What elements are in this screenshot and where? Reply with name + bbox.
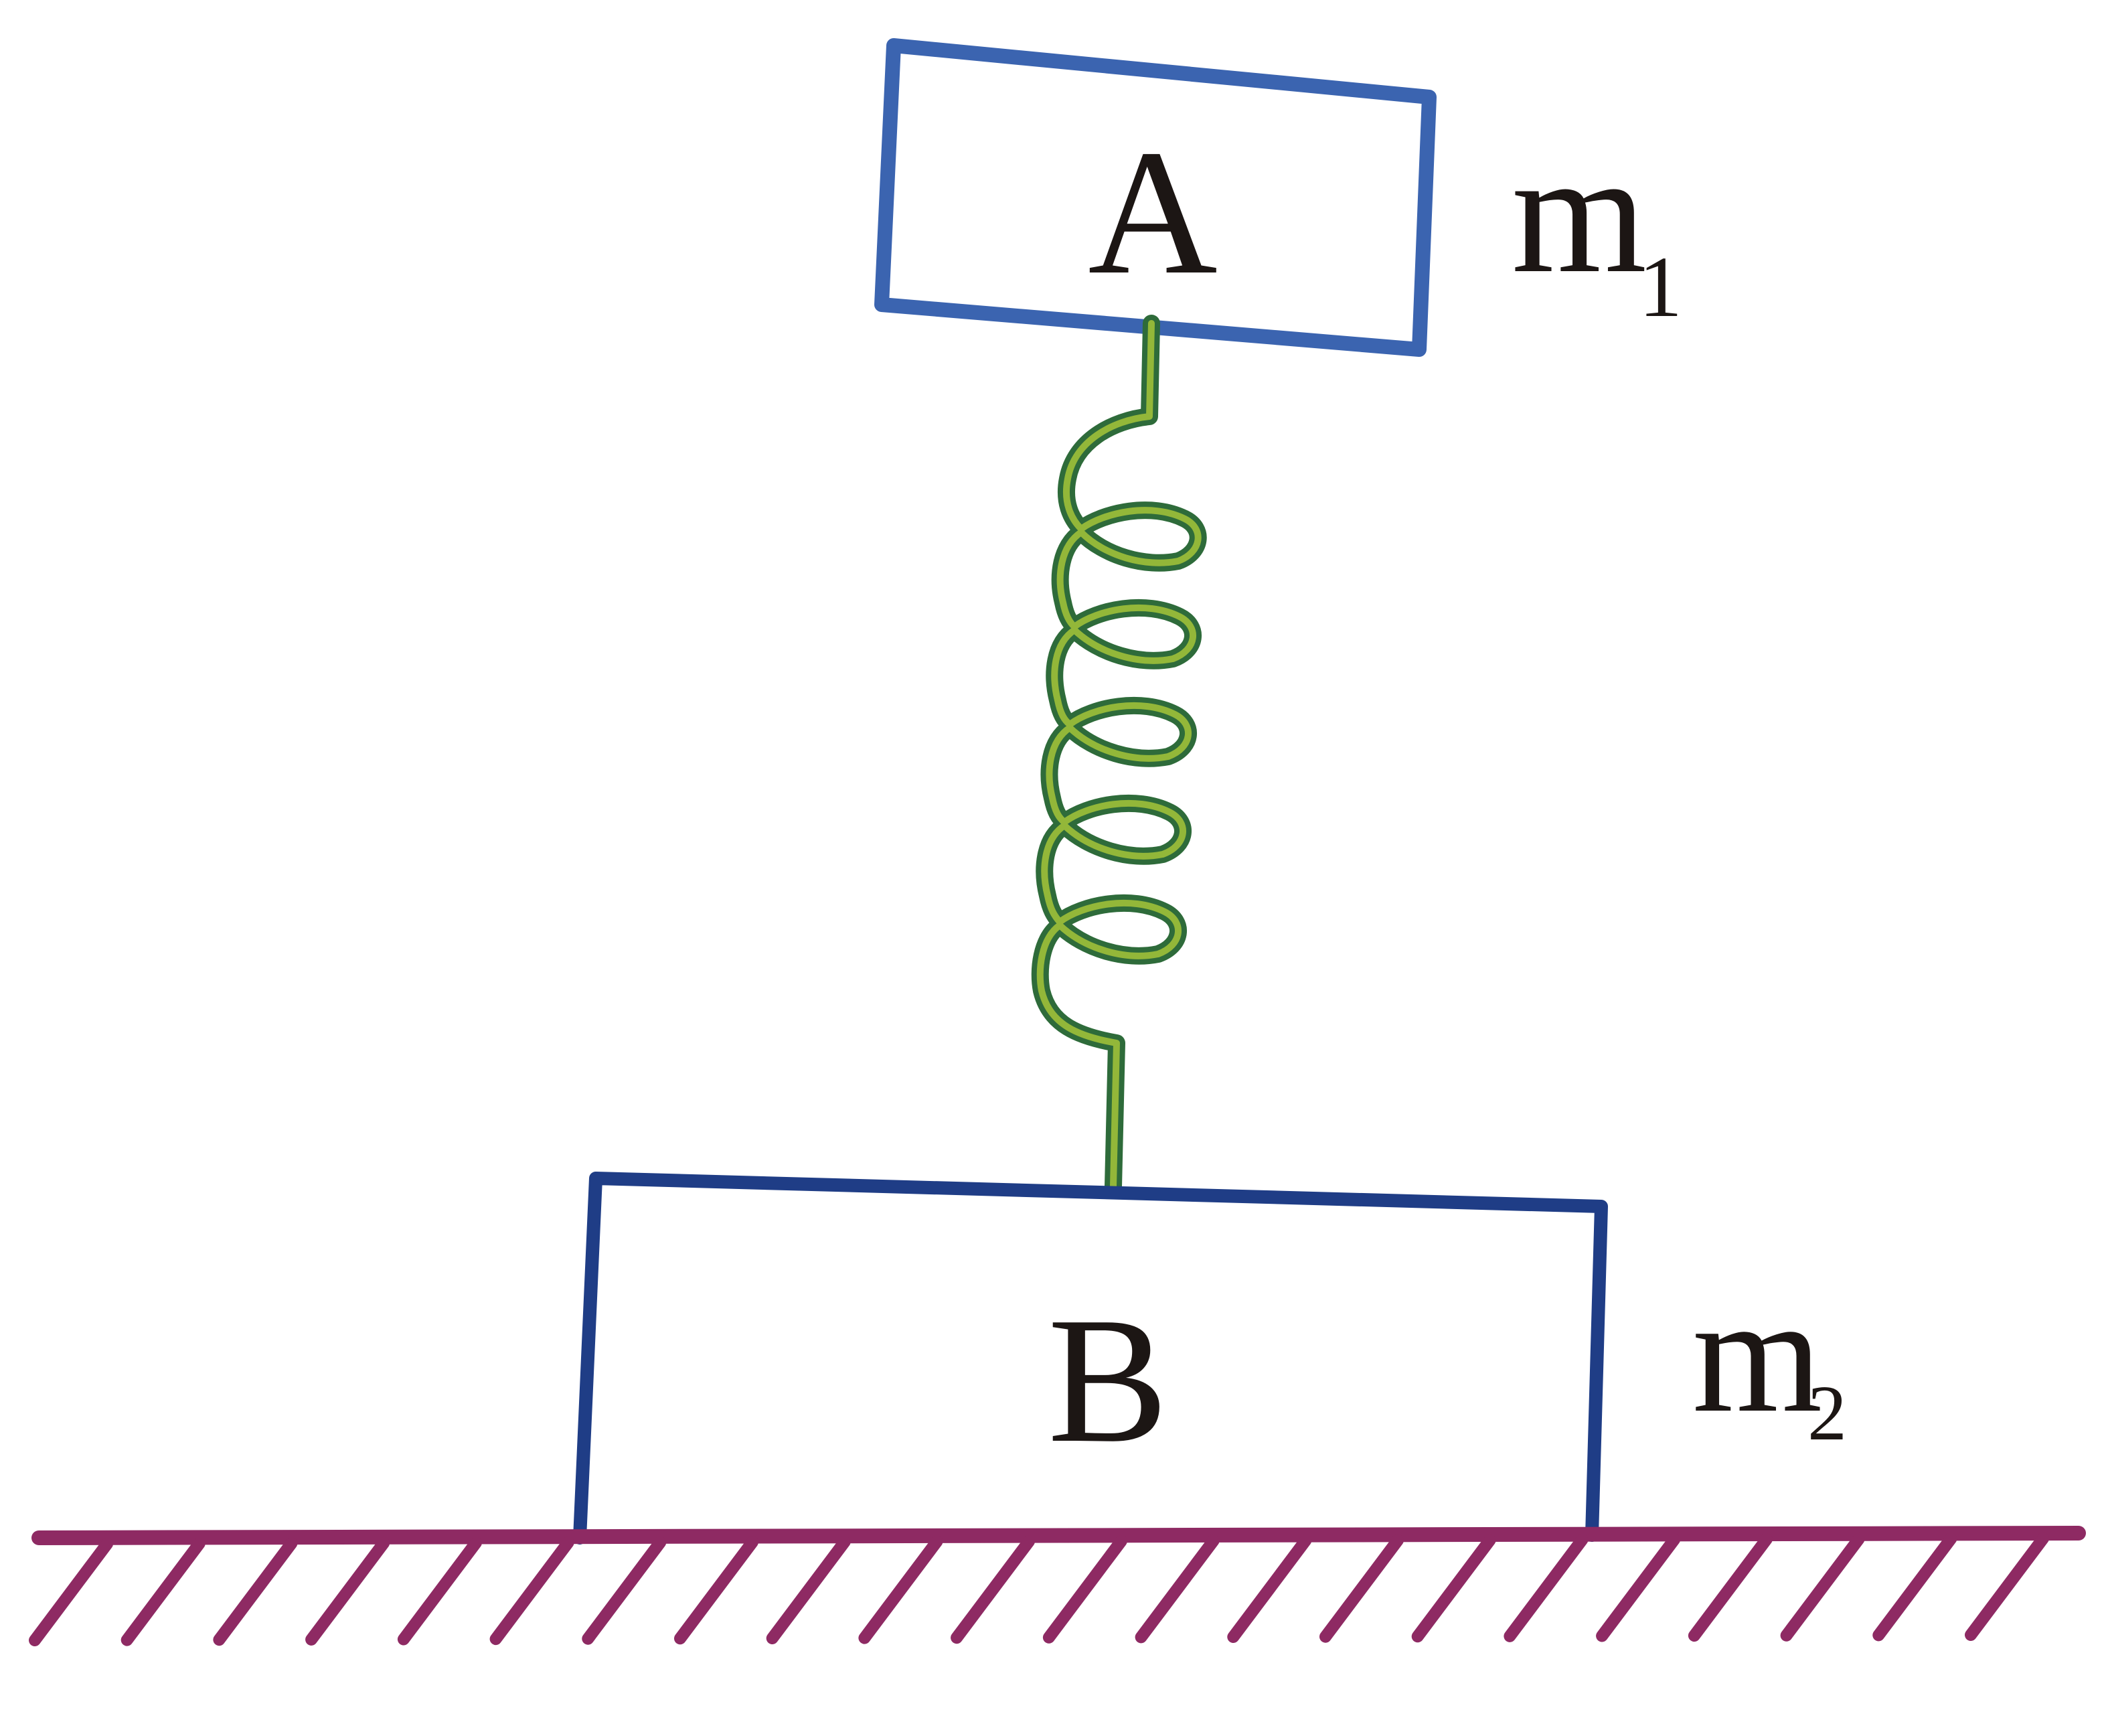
hatch-mark — [951, 1535, 1036, 1644]
hatch-mark — [1042, 1534, 1127, 1644]
hatch-mark — [858, 1535, 943, 1644]
mass-label-m2: m 2 — [1692, 1262, 1847, 1457]
hatch-mark — [397, 1536, 482, 1646]
block-b-label: B — [1048, 1280, 1168, 1480]
ground-line — [31, 1526, 2086, 1545]
hatch-mark — [766, 1536, 851, 1644]
hatch-mark — [674, 1536, 758, 1645]
hatch-mark — [1688, 1533, 1773, 1642]
mass-m2-symbol: m — [1692, 1262, 1822, 1447]
hatch-mark — [489, 1536, 574, 1646]
ground-hatching — [29, 1532, 2049, 1646]
hatch-mark — [305, 1536, 390, 1646]
svg-text:2: 2 — [1807, 1369, 1847, 1457]
svg-text:m: m — [1512, 116, 1647, 309]
block-a-label: A — [1088, 112, 1218, 311]
hatch-mark — [1965, 1532, 2049, 1641]
hatch-mark — [1504, 1533, 1589, 1642]
hatch-mark — [1872, 1532, 1957, 1642]
hatch-mark — [582, 1536, 667, 1645]
hatch-mark — [1319, 1534, 1404, 1643]
spring — [1031, 315, 1207, 1195]
hatch-mark — [120, 1537, 206, 1646]
svg-text:1: 1 — [1639, 239, 1682, 335]
hatch-mark — [29, 1538, 113, 1646]
hatch-mark — [1411, 1534, 1496, 1643]
hatch-mark — [1227, 1534, 1312, 1643]
hatch-mark — [1780, 1532, 1865, 1642]
mass-m2-subscript: 2 — [1807, 1369, 1847, 1457]
spring-highlight — [1036, 320, 1202, 1190]
hatch-mark — [1135, 1534, 1220, 1644]
mass-m1-subscript: 1 — [1639, 239, 1682, 335]
hatch-mark — [1596, 1533, 1681, 1642]
hatch-mark — [213, 1537, 298, 1646]
block-a: A — [874, 38, 1437, 357]
svg-text:m: m — [1692, 1262, 1822, 1447]
block-a-outline — [874, 38, 1437, 357]
block-b-outline — [573, 1172, 1608, 1545]
mass-label-m1: m 1 — [1512, 116, 1682, 335]
ground-surface — [29, 1526, 2086, 1646]
block-b: B — [573, 1172, 1608, 1545]
mass-m1-symbol: m — [1512, 116, 1647, 309]
